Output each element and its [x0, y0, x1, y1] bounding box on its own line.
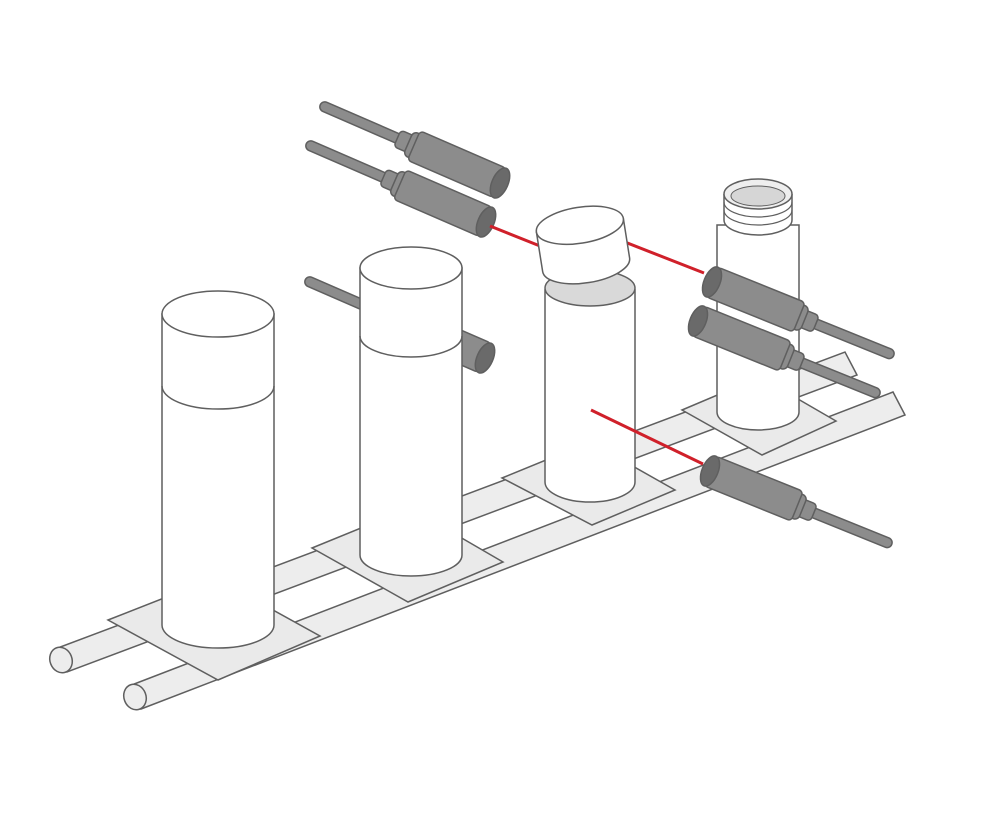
thread-ring-2 — [723, 209, 793, 226]
tilted-cap — [535, 205, 631, 285]
container-2-top — [359, 246, 463, 290]
container-3-tilted-cap — [535, 205, 636, 503]
container-2-cap-line — [359, 335, 463, 358]
thread-ring-1 — [723, 201, 793, 218]
container-2 — [359, 246, 463, 577]
beam-front-lower — [590, 408, 704, 466]
container-1-cap-line — [161, 385, 275, 410]
container-1 — [161, 290, 275, 649]
beam-upper-left — [489, 224, 541, 248]
sensor-front-lower — [695, 452, 899, 561]
container-1-top — [161, 290, 275, 338]
